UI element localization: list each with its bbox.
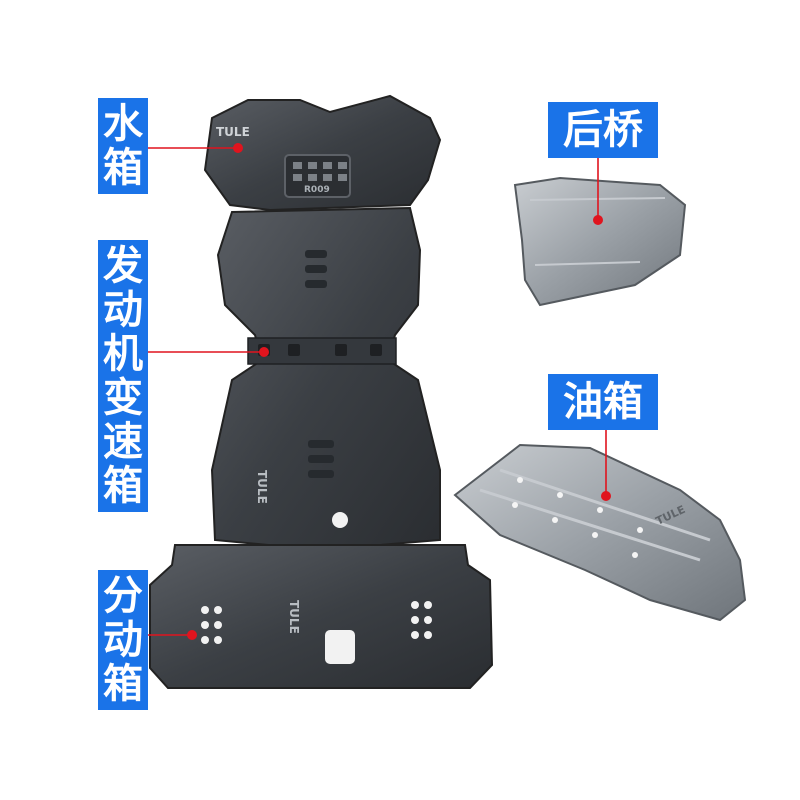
radiator-skid-plate: TULE R009 xyxy=(203,94,442,212)
transfer-case-label: 分 动 箱 xyxy=(98,570,148,710)
leader-lines xyxy=(148,143,611,640)
radiator-label-char: 箱 xyxy=(103,145,143,191)
rear-axle-label-text: 后桥 xyxy=(563,107,643,153)
transfer-case-label-char: 动 xyxy=(103,617,143,663)
fuel-tank-label-text: 油箱 xyxy=(563,379,643,425)
engine-transmission-label-char: 发 xyxy=(103,243,143,289)
engine-transmission-skid-plate: TULE xyxy=(210,206,441,550)
transfer-case-label-char: 分 xyxy=(103,573,143,619)
engine-transmission-label-char: 箱 xyxy=(103,463,143,509)
fuel-tank-label: 油箱 xyxy=(548,374,658,430)
rear-axle-label: 后桥 xyxy=(548,102,658,158)
radiator-plate-model-text: R009 xyxy=(304,185,330,195)
transfer-plate-brand-text: TULE xyxy=(287,600,301,634)
radiator-label: 水 箱 xyxy=(98,98,148,194)
engine-plate-brand-text: TULE xyxy=(255,470,269,504)
rear-axle-skid-plate xyxy=(513,176,687,307)
transfer-case-label-char: 箱 xyxy=(103,661,143,707)
engine-transmission-label-char: 机 xyxy=(103,331,143,377)
radiator-plate-brand-text: TULE xyxy=(216,125,250,139)
transfer-case-skid-plate: TULE xyxy=(149,544,494,689)
engine-transmission-label: 发 动 机 变 速 箱 xyxy=(98,240,148,512)
radiator-label-char: 水 xyxy=(103,101,143,147)
engine-transmission-label-char: 动 xyxy=(103,287,143,333)
engine-transmission-label-char: 变 xyxy=(103,375,143,421)
fuel-tank-skid-plate: TULE xyxy=(453,443,747,622)
engine-transmission-label-char: 速 xyxy=(103,419,143,465)
